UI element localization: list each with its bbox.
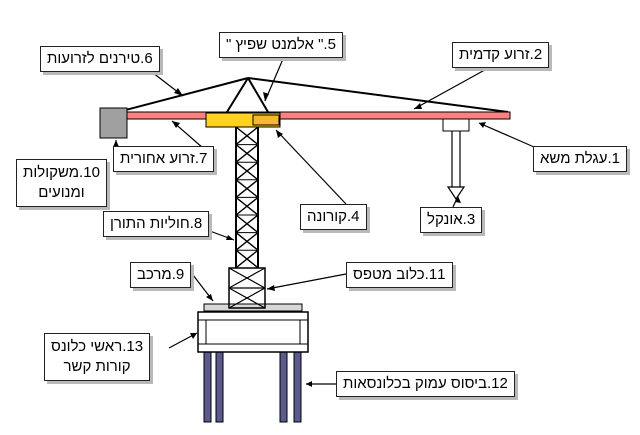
pile-caps <box>197 311 309 353</box>
label-pile-caps: 13.ראשי כלונס קורות קשר <box>44 333 151 381</box>
pile <box>203 351 212 423</box>
jib-ties <box>117 77 509 113</box>
label-hook: 3.אונקל <box>420 207 483 233</box>
arrow-heads <box>113 88 486 387</box>
label-jib-ties: 6.טירנים לזרועות <box>40 46 160 72</box>
slewing-cabin <box>252 114 280 126</box>
mast-member <box>235 249 259 269</box>
piles <box>203 351 302 423</box>
jib-beam <box>117 111 511 120</box>
pile <box>293 351 302 423</box>
label-tower-sections: 8.חוליות התורן <box>103 211 210 237</box>
mast-lattice <box>235 126 259 269</box>
mast-member <box>235 196 259 216</box>
label-trolley: 1.עגלת משא <box>533 146 627 172</box>
mast-member <box>235 126 259 146</box>
climbing-cage-drawing <box>228 267 266 309</box>
label-climbing-cage: 11.כלוב מטפס <box>346 262 453 288</box>
mast-member <box>235 232 259 251</box>
label-tower-head: 5." אלמנט שפיץ " <box>219 32 343 58</box>
counterweight-block <box>99 107 128 139</box>
mast-member <box>235 144 259 163</box>
pile <box>279 351 288 423</box>
label-slewing-ring: 4.קורונה <box>300 204 367 230</box>
mast-member <box>235 161 259 181</box>
label-counterweights: 10.משקולות ומנועים <box>16 159 107 207</box>
tower-head <box>226 77 269 113</box>
trolley-drawing <box>442 118 470 201</box>
label-foundation: 12.ביסוס עמוק בכלונסאות <box>336 371 515 397</box>
mast-member <box>235 214 259 234</box>
pile <box>215 351 224 423</box>
mast-member <box>235 179 259 198</box>
label-base: 9.מרכב <box>130 262 192 288</box>
label-counter-jib: 7.זרוע אחורית <box>113 146 215 172</box>
label-front-jib: 2.זרוע קדמית <box>452 42 550 68</box>
